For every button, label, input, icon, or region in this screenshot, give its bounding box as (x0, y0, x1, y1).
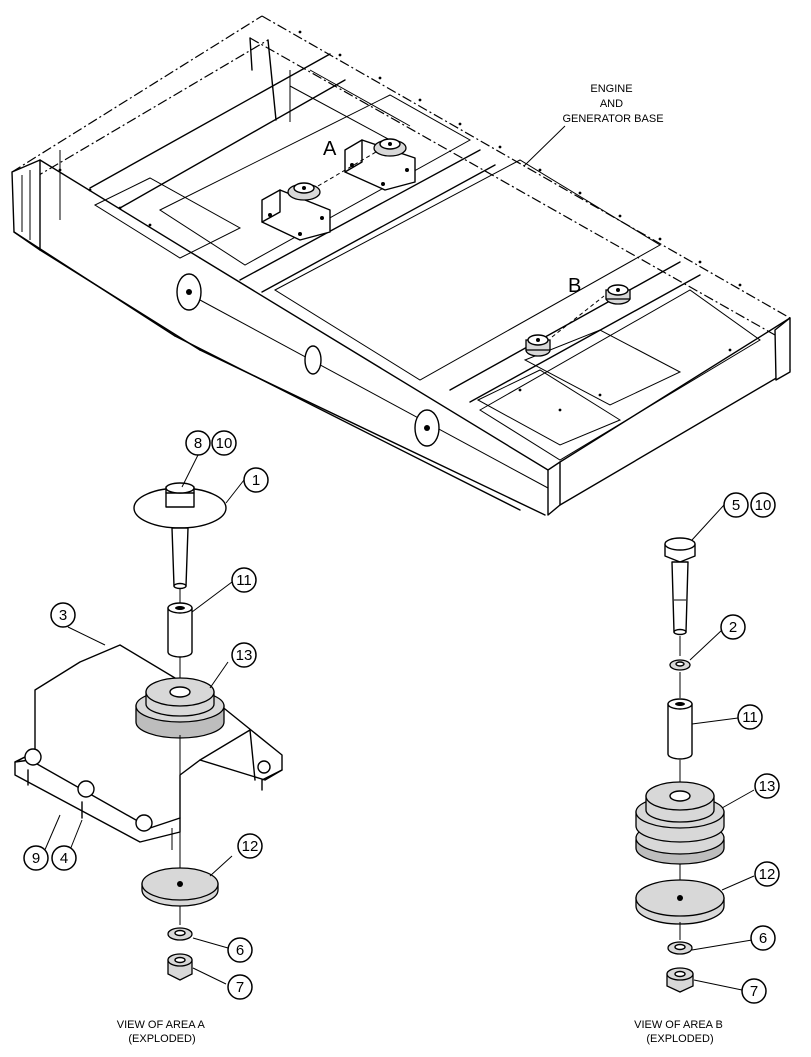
callout-a-6: 6 (236, 942, 244, 959)
exploded-view-a (14, 454, 283, 985)
callout-b-10: 10 (755, 497, 772, 514)
callout-a-9: 9 (32, 850, 40, 867)
part-12-plate-b (635, 879, 725, 925)
callout-a-13: 13 (236, 647, 253, 664)
callout-b-11: 11 (742, 709, 758, 726)
callout-b-13: 13 (759, 778, 776, 795)
callout-b-6: 6 (759, 930, 767, 947)
callout-a-11: 11 (236, 572, 252, 589)
callouts-area-b: 5 10 2 11 13 12 6 7 (720, 492, 780, 1004)
part-13-isolator-b (635, 781, 725, 865)
part-11-spacer (167, 602, 193, 658)
part-6-washer (167, 927, 193, 941)
callout-b-2: 2 (729, 619, 737, 636)
callout-a-8: 8 (194, 435, 202, 452)
area-b-label: B (568, 275, 581, 297)
part-3-bracket (14, 644, 283, 850)
callout-a-12: 12 (242, 838, 259, 855)
part-5-bolt (664, 537, 696, 636)
callout-a-7: 7 (236, 979, 244, 996)
callout-a-3: 3 (59, 607, 67, 624)
area-b-mounts (525, 284, 631, 357)
part-13-isolator (135, 677, 225, 739)
area-a-mounts (261, 138, 416, 241)
part-6-washer-b (667, 941, 693, 955)
view-a-caption: VIEW OF AREA A (EXPLODED) (117, 1019, 207, 1045)
base-title: ENGINE AND GENERATOR BASE (562, 83, 663, 125)
part-2-washer (669, 659, 691, 671)
view-b-caption: VIEW OF AREA B (EXPLODED) (634, 1019, 726, 1045)
callout-a-4: 4 (60, 850, 68, 867)
callout-b-12: 12 (759, 866, 776, 883)
area-a-label: A (323, 138, 337, 160)
part-11-spacer-b (667, 698, 693, 760)
part-7-nut (167, 953, 193, 981)
generator-base-frame: A B ENGINE AND GENERATOR BASE (11, 15, 791, 516)
part-7-nut-b (666, 967, 694, 993)
rail-fastener-holes (58, 30, 742, 412)
callouts-area-a: 8 10 1 11 3 13 12 9 4 6 7 (23, 430, 269, 1000)
callout-a-1: 1 (252, 472, 260, 489)
callout-b-5: 5 (732, 497, 740, 514)
exploded-view-b (635, 504, 755, 993)
callout-b-7: 7 (750, 983, 758, 1000)
callout-a-10: 10 (216, 435, 233, 452)
part-12-plate (141, 867, 219, 907)
title-leader (523, 125, 566, 167)
